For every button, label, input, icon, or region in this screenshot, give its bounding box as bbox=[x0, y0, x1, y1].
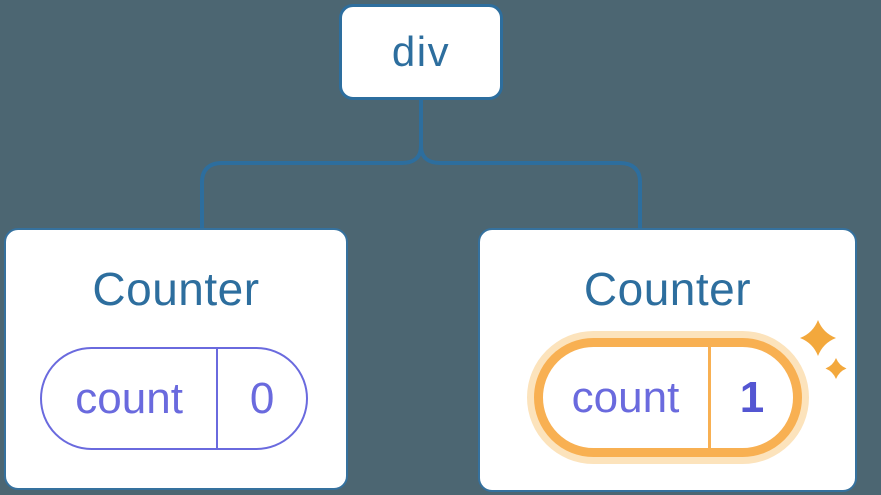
state-value-left: 0 bbox=[249, 373, 275, 423]
sparkle-icon-large bbox=[800, 320, 836, 356]
state-name-right: count bbox=[571, 372, 680, 422]
connector-left-branch bbox=[200, 145, 423, 229]
sparkle-icon-small bbox=[825, 358, 847, 379]
counter-card-right: Counter count 1 bbox=[478, 228, 857, 492]
state-pill-right-highlighted: count 1 bbox=[534, 338, 802, 457]
counter-title-right: Counter bbox=[583, 263, 752, 315]
pill-divider-right bbox=[708, 347, 711, 448]
state-pill-left: count 0 bbox=[40, 347, 308, 450]
pill-divider-left bbox=[216, 349, 219, 448]
state-value-right: 1 bbox=[739, 372, 765, 422]
root-node-label: div bbox=[391, 28, 451, 75]
counter-card-left: Counter count 0 bbox=[4, 228, 348, 490]
counter-title-left: Counter bbox=[92, 263, 260, 315]
state-name-left: count bbox=[75, 373, 183, 423]
root-node-div: div bbox=[339, 4, 503, 100]
sparkles bbox=[800, 320, 847, 379]
connector-right-branch bbox=[419, 145, 642, 229]
